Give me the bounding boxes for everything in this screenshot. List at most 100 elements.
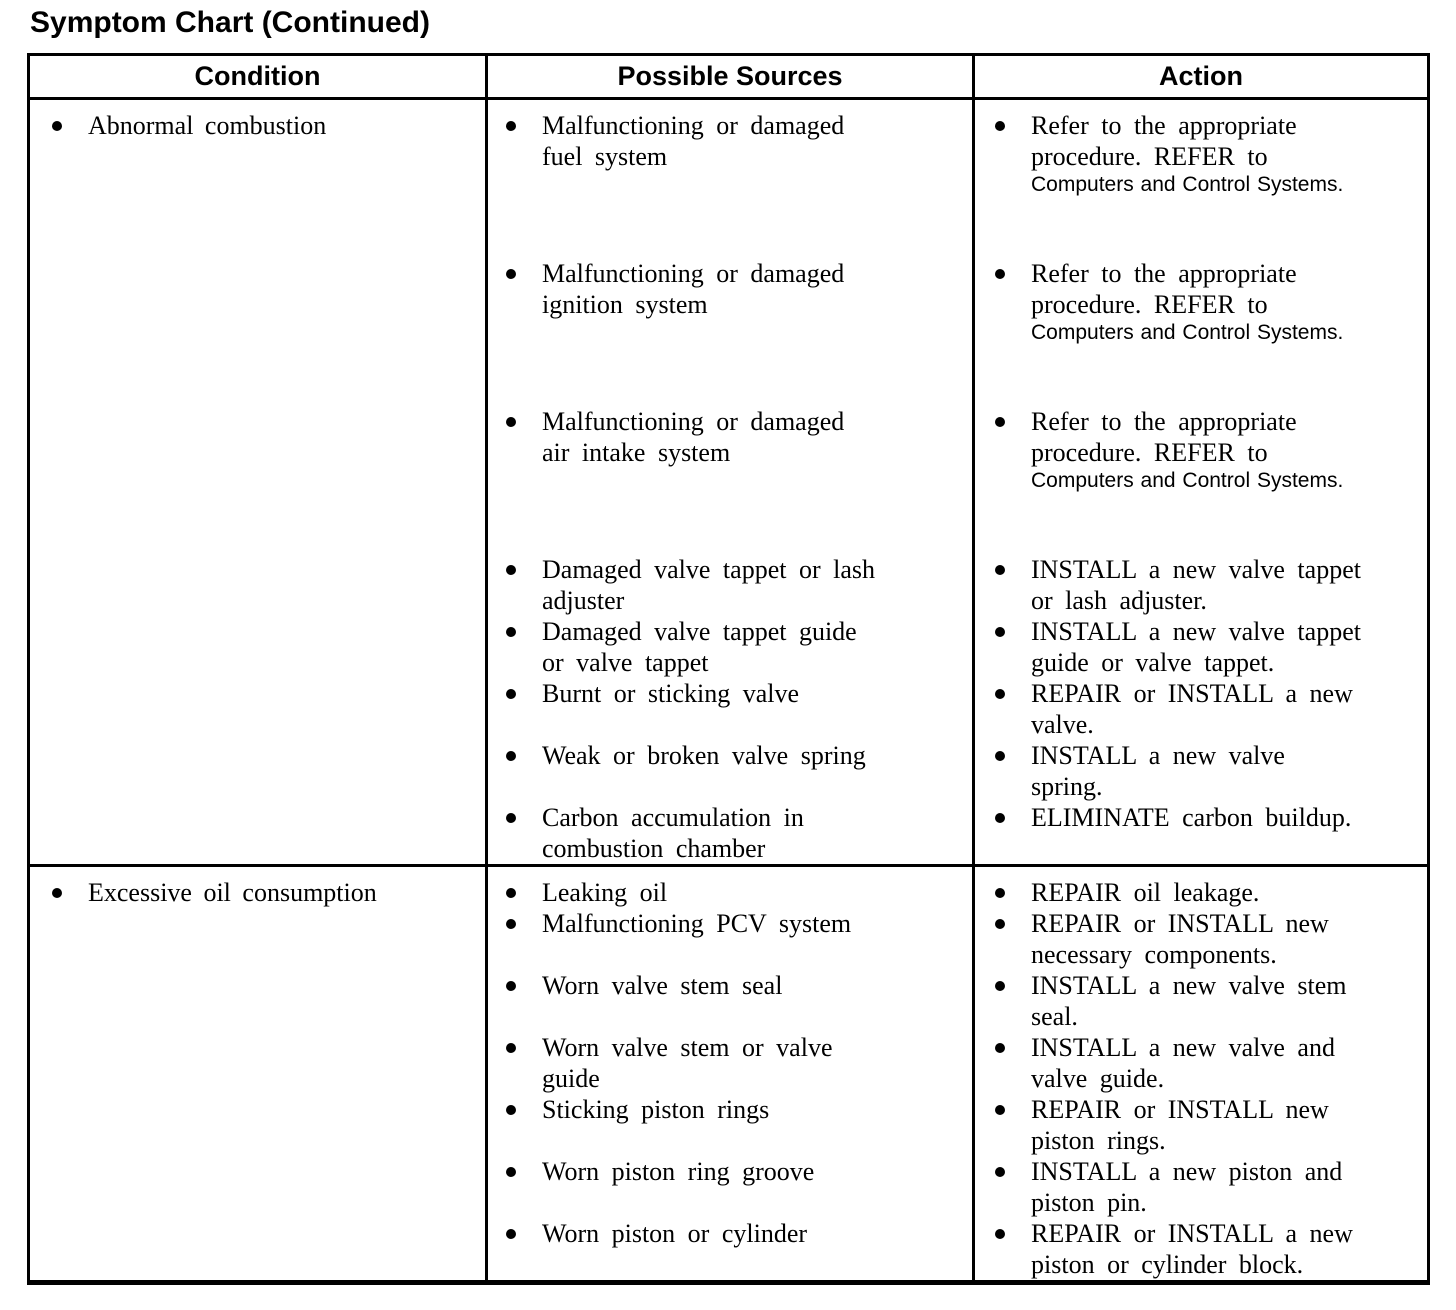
action-line: INSTALL a new valve stem — [1031, 971, 1347, 1000]
action-ref-line: Computers and Control Systems. — [1031, 173, 1344, 196]
bullet-icon — [995, 269, 1005, 279]
column-header-condition: Condition — [194, 61, 321, 91]
bullet-icon — [995, 813, 1005, 823]
action-line: Refer to the appropriate — [1031, 407, 1297, 436]
action-line: REPAIR or INSTALL a new — [1031, 679, 1353, 708]
action-line: valve guide. — [1031, 1064, 1165, 1093]
action-line: seal. — [1031, 1002, 1078, 1031]
bullet-icon — [995, 919, 1005, 929]
action-line: INSTALL a new piston and — [1031, 1157, 1343, 1186]
action-ref-line: Computers and Control Systems. — [1031, 469, 1344, 492]
bullet-icon — [506, 121, 516, 131]
list-item: Burnt or sticking valve — [504, 678, 966, 709]
sources-cell: Worn piston ring groove — [485, 1156, 972, 1218]
source-line: Malfunctioning PCV system — [542, 909, 852, 938]
source-line: Malfunctioning or damaged — [542, 407, 845, 436]
action-line: piston or cylinder block. — [1031, 1250, 1304, 1279]
condition-cell: Abnormal combustion — [30, 100, 485, 864]
bullet-icon — [506, 1105, 516, 1115]
action-line: necessary components. — [1031, 940, 1277, 969]
sources-cell: Worn piston or cylinder — [485, 1218, 972, 1280]
action-line: valve. — [1031, 710, 1094, 739]
source-line: adjuster — [542, 586, 625, 615]
action-line: INSTALL a new valve and — [1031, 1033, 1335, 1062]
bullet-icon — [995, 417, 1005, 427]
bullet-icon — [506, 813, 516, 823]
source-line: Sticking piston rings — [542, 1095, 770, 1124]
sources-cell: Malfunctioning PCV system — [485, 908, 972, 970]
action-line: Refer to the appropriate — [1031, 259, 1297, 288]
bullet-icon — [506, 565, 516, 575]
action-line: INSTALL a new valve tappet — [1031, 555, 1361, 584]
bullet-icon — [506, 751, 516, 761]
bullet-icon — [506, 1229, 516, 1239]
bullet-icon — [506, 627, 516, 637]
sources-cell: Burnt or sticking valve — [485, 678, 972, 740]
source-line: fuel system — [542, 142, 668, 171]
action-line: Refer to the appropriate — [1031, 111, 1297, 140]
action-line: guide or valve tappet. — [1031, 648, 1275, 677]
bullet-icon — [995, 1105, 1005, 1115]
list-item: Excessive oil consumption — [50, 877, 479, 908]
bullet-icon — [995, 888, 1005, 898]
bullet-icon — [506, 1167, 516, 1177]
bullet-icon — [995, 751, 1005, 761]
sources-cell: Sticking piston rings — [485, 1094, 972, 1156]
bullet-icon — [506, 417, 516, 427]
sources-cell: Weak or broken valve spring — [485, 740, 972, 802]
bullet-icon — [995, 627, 1005, 637]
list-item: Leaking oil — [504, 877, 966, 908]
table-row: Abnormal combustion Malfunctioning or dam… — [30, 100, 1427, 864]
bullet-icon — [995, 1229, 1005, 1239]
sources-cell: Worn valve stem seal — [485, 970, 972, 1032]
action-line: INSTALL a new valve tappet — [1031, 617, 1361, 646]
list-item: Weak or broken valve spring — [504, 740, 966, 771]
bullet-icon — [995, 1043, 1005, 1053]
action-line: procedure. REFER to — [1031, 142, 1268, 171]
source-line: Worn valve stem seal — [542, 971, 783, 1000]
bullet-icon — [52, 888, 62, 898]
symptom-chart-table: Condition Possible Sources Action Abnorm… — [27, 53, 1430, 1285]
source-line: Damaged valve tappet or lash — [542, 555, 875, 584]
bullet-icon — [506, 919, 516, 929]
source-line: or valve tappet — [542, 648, 709, 677]
bullet-icon — [506, 689, 516, 699]
column-header-possible-sources: Possible Sources — [485, 56, 972, 97]
bullet-icon — [995, 121, 1005, 131]
sources-cell: Leaking oil — [485, 867, 972, 908]
action-line: REPAIR or INSTALL new — [1031, 909, 1329, 938]
source-line: Carbon accumulation in — [542, 803, 804, 832]
list-item: Malfunctioning PCV system — [504, 908, 966, 939]
list-item: Worn piston or cylinder — [504, 1218, 966, 1249]
source-line: Worn piston ring groove — [542, 1157, 815, 1186]
source-line: combustion chamber — [542, 834, 766, 863]
source-line: Weak or broken valve spring — [542, 741, 866, 770]
condition-cell: Excessive oil consumption — [30, 867, 485, 1280]
